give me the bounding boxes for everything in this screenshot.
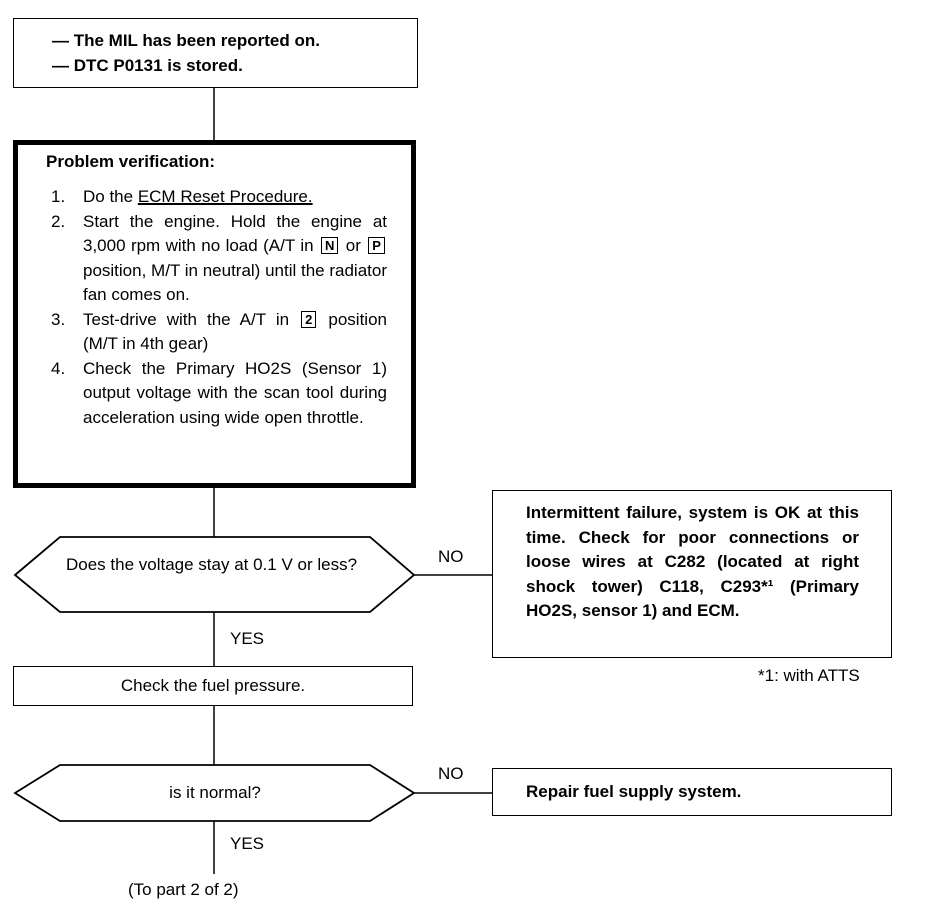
start-box: — The MIL has been reported on. — DTC P0… bbox=[13, 18, 418, 88]
step-3-post: position (M/T in 4th gear) bbox=[83, 309, 387, 354]
decision1-no-label: NO bbox=[438, 547, 464, 566]
verification-steps: 1. Do the ECM Reset Procedure. 2. Start … bbox=[51, 185, 387, 430]
step-2: 2. Start the engine. Hold the engine at … bbox=[51, 210, 387, 308]
repair-fuel-text: Repair fuel supply system. bbox=[526, 782, 742, 801]
repair-fuel-box: Repair fuel supply system. bbox=[492, 768, 892, 816]
fuel-pressure-box: Check the fuel pressure. bbox=[13, 666, 413, 706]
verification-box: Problem verification: 1. Do the ECM Rese… bbox=[13, 140, 416, 488]
step-2-text: Start the engine. Hold the engine at 3,0… bbox=[83, 210, 387, 308]
step-3-number: 3. bbox=[51, 309, 66, 329]
decision1-text: Does the voltage stay at 0.1 V or less? bbox=[66, 555, 358, 574]
fuel-pressure-text: Check the fuel pressure. bbox=[120, 676, 306, 695]
intermittent-failure-text: Intermittent failure, system is OK at th… bbox=[526, 503, 859, 620]
step-3: 3. Test-drive with the A/T in 2 position… bbox=[51, 308, 387, 357]
step-1: 1. Do the ECM Reset Procedure. bbox=[51, 185, 387, 210]
key-2-box: 2 bbox=[301, 310, 317, 328]
decision2-no-label: NO bbox=[438, 764, 464, 783]
step-4-text: Check the Primary HO2S (Sensor 1) output… bbox=[83, 358, 387, 427]
step-4: 4. Check the Primary HO2S (Sensor 1) out… bbox=[51, 357, 387, 431]
intermittent-failure-box: Intermittent failure, system is OK at th… bbox=[492, 490, 892, 658]
verification-title: Problem verification: bbox=[46, 152, 216, 171]
step-2-number: 2. bbox=[51, 211, 66, 231]
step-2-post: position, M/T in neutral) until the radi… bbox=[83, 260, 387, 305]
step-3-text: Test-drive with the A/T in 2 position (M… bbox=[83, 308, 387, 357]
continue-text: (To part 2 of 2) bbox=[128, 880, 239, 899]
key-n-box: N bbox=[320, 237, 339, 254]
start-line-2: — DTC P0131 is stored. bbox=[52, 56, 243, 75]
step-4-number: 4. bbox=[51, 358, 66, 378]
ecm-reset-procedure-link[interactable]: ECM Reset Procedure. bbox=[137, 187, 313, 206]
decision2-text: is it normal? bbox=[169, 783, 261, 802]
start-line-1: — The MIL has been reported on. bbox=[52, 31, 320, 50]
step-1-text: Do the ECM Reset Procedure. bbox=[83, 185, 387, 210]
key-p-box: P bbox=[368, 237, 385, 254]
decision2-yes-label: YES bbox=[230, 834, 265, 853]
step-3-pre: Test-drive with the A/T in bbox=[83, 309, 290, 329]
step-2-mid: or bbox=[345, 236, 361, 255]
decision1-yes-label: YES bbox=[230, 629, 265, 648]
footnote: *1: with ATTS bbox=[758, 666, 860, 685]
step-2-pre: Start the engine. Hold the engine at 3,0… bbox=[83, 211, 387, 256]
step-1-pre: Do the bbox=[83, 187, 138, 206]
step-1-number: 1. bbox=[51, 187, 66, 206]
